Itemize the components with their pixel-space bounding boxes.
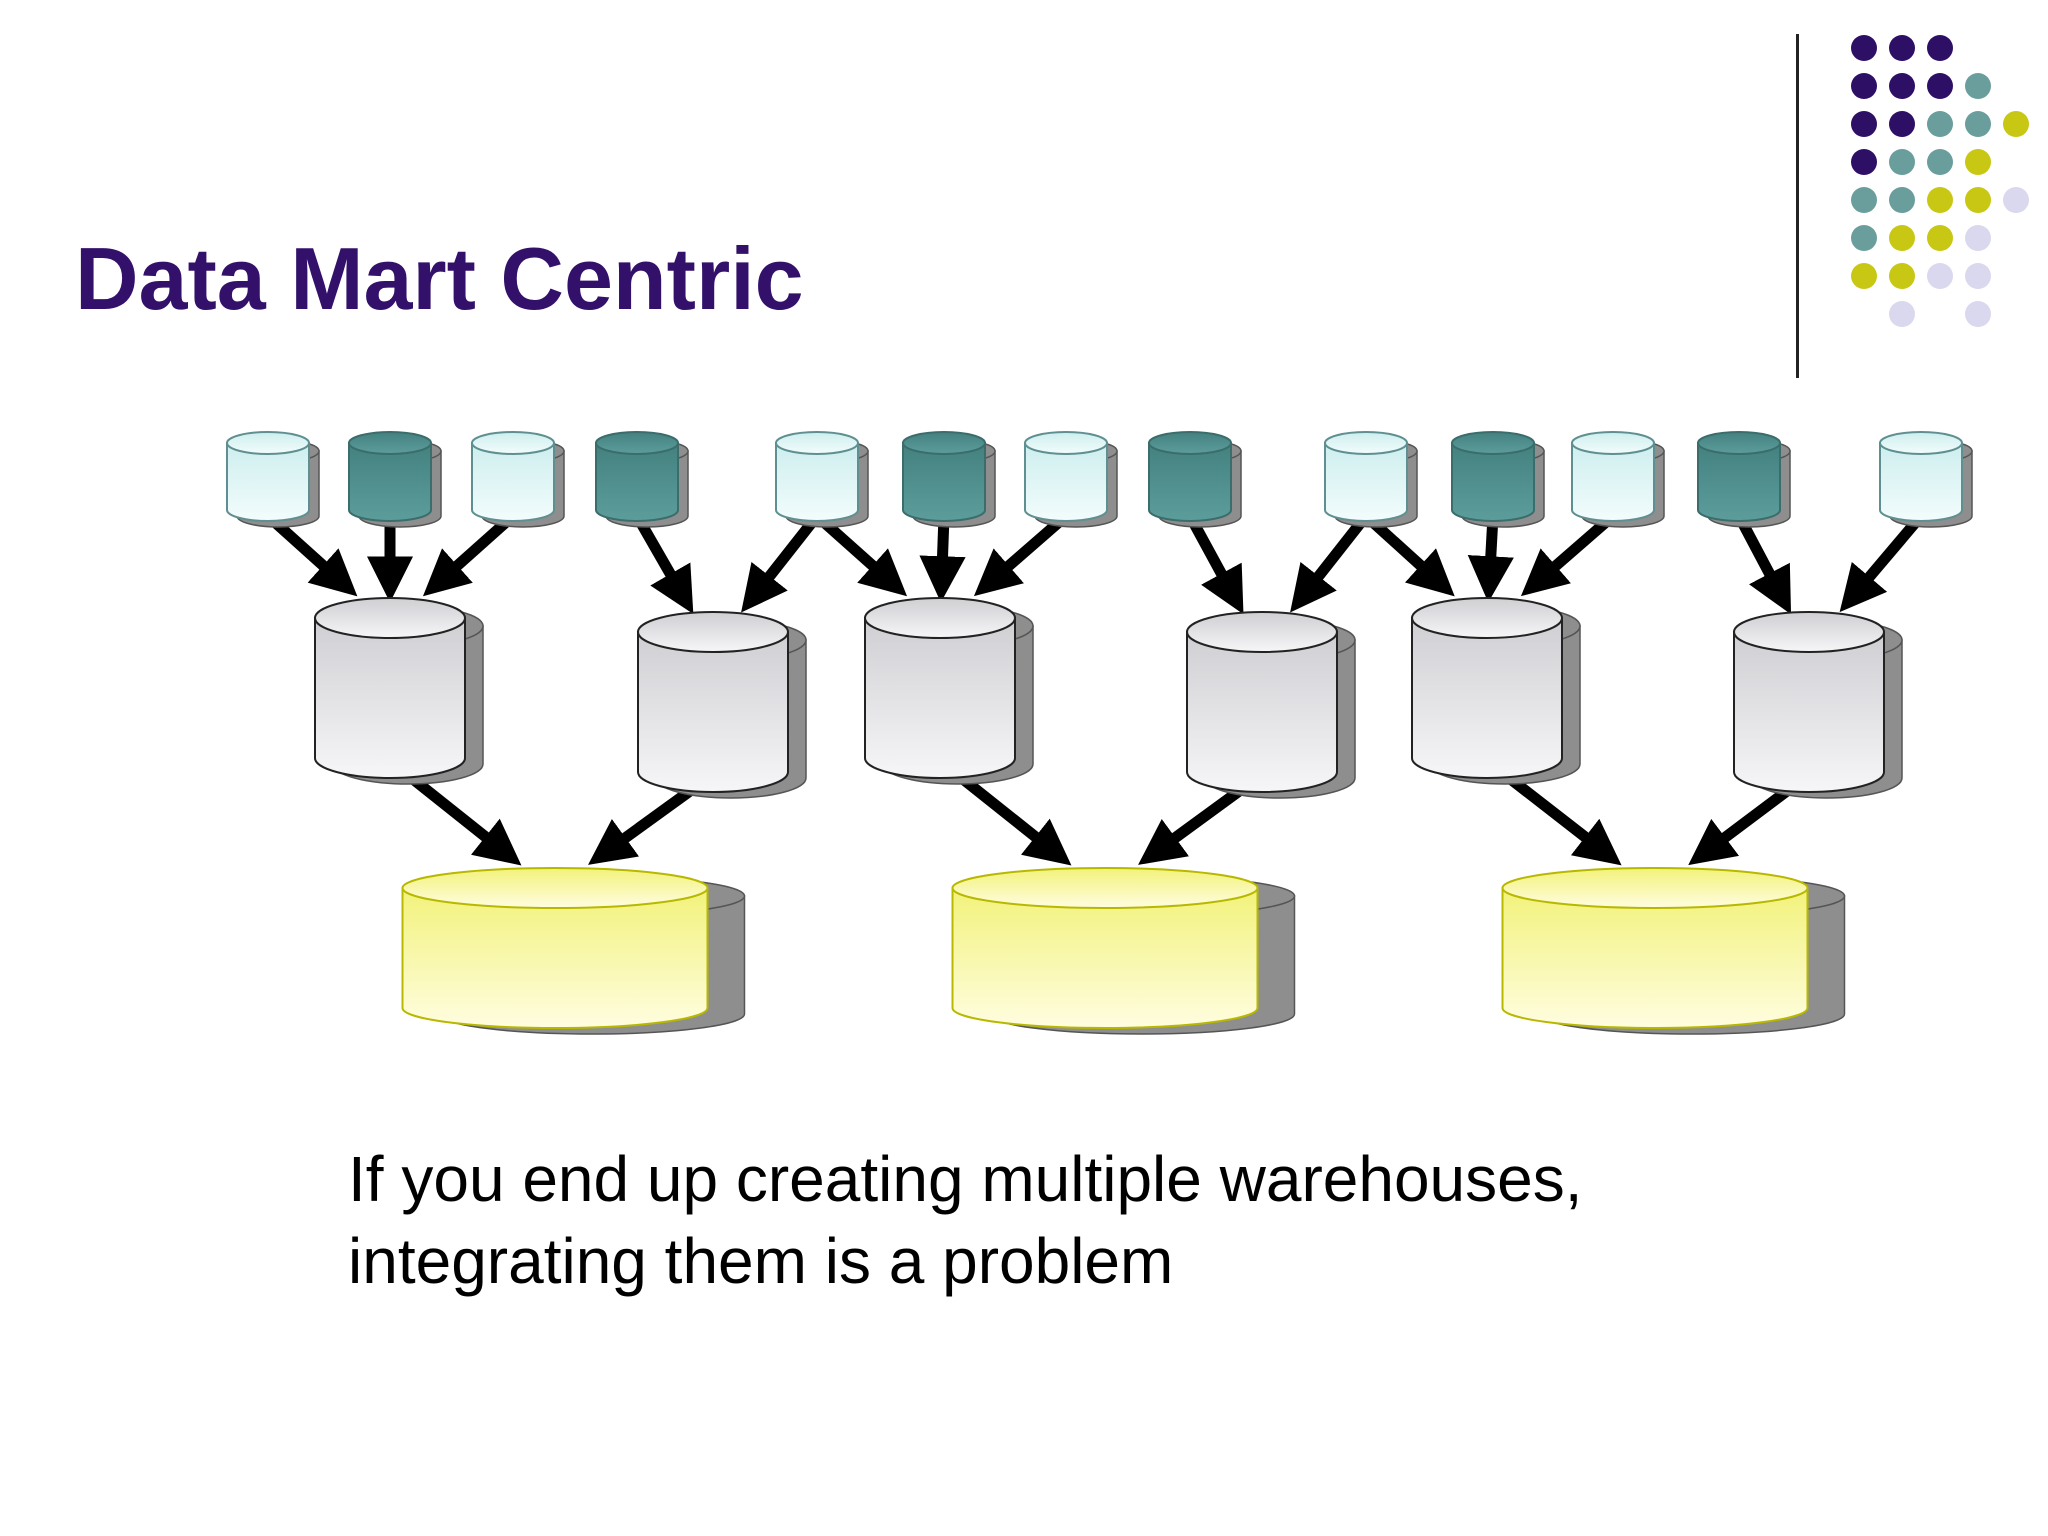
slide-title: Data Mart Centric [75,229,804,328]
decorative-dot [1889,225,1915,251]
decorative-dot [1851,225,1877,251]
source-database-dark [1148,431,1242,528]
decorative-dot [1889,73,1915,99]
source-database-dark [595,431,689,528]
decorative-dot [1927,149,1953,175]
source-database-light [1571,431,1665,528]
source-database-dark [1697,431,1791,528]
flow-arrow [1185,513,1244,615]
title-divider-line [1796,34,1799,378]
flow-arrow [422,511,517,597]
source-database-dark [1451,431,1545,528]
caption-text: If you end up creating multiple warehous… [348,1138,1583,1302]
decorative-dot [1965,263,1991,289]
decorative-dot [1889,35,1915,61]
source-database-light [471,431,565,528]
decorative-dot [1851,35,1877,61]
decorative-dot [1965,73,1991,99]
data-mart-database [1186,611,1356,799]
data-mart-database [1411,597,1581,785]
decorative-dot [1927,35,1953,61]
source-database-dark [902,431,996,528]
flow-arrow [632,513,694,615]
flow-arrow [1734,513,1792,615]
flow-arrow [741,512,822,613]
decorative-dot [1889,149,1915,175]
decorative-dot [2003,187,2029,213]
decorative-dot [2003,111,2029,137]
decorative-dot [1965,149,1991,175]
decorative-dot [1889,187,1915,213]
flow-arrow [1839,512,1926,613]
source-database-light [775,431,869,528]
decorative-dot [1927,73,1953,99]
decorative-dot [1927,263,1953,289]
flow-arrow [973,511,1070,597]
decorative-dot [1851,73,1877,99]
decorative-dot [1965,111,1991,137]
flow-arrow [1520,511,1617,597]
decorative-dot [1927,111,1953,137]
data-mart-database [864,597,1034,785]
decorative-dot [1851,111,1877,137]
source-database-light [1324,431,1418,528]
caption-line: integrating them is a problem [348,1225,1174,1297]
decorative-dot-grid [1851,35,2029,327]
decorative-dot [1889,263,1915,289]
source-database-light [1024,431,1118,528]
decorative-dot [1851,263,1877,289]
decorative-dot [1965,225,1991,251]
decorative-dot [1851,187,1877,213]
decorative-dot [1889,301,1915,327]
data-mart-database [637,611,807,799]
decorative-dot [1927,225,1953,251]
data-mart-database [1733,611,1903,799]
source-database-dark [348,431,442,528]
flow-arrow [1290,512,1371,613]
decorative-dot [1965,187,1991,213]
decorative-dot [1965,301,1991,327]
data-mart-database [314,597,484,785]
warehouse-database [401,867,746,1035]
decorative-dot [1927,187,1953,213]
warehouse-database [1501,867,1846,1035]
decorative-dot [1889,111,1915,137]
source-database-light [1879,431,1973,528]
caption-line: If you end up creating multiple warehous… [348,1143,1583,1215]
source-database-light [226,431,320,528]
warehouse-database [951,867,1296,1035]
decorative-dot [1851,149,1877,175]
